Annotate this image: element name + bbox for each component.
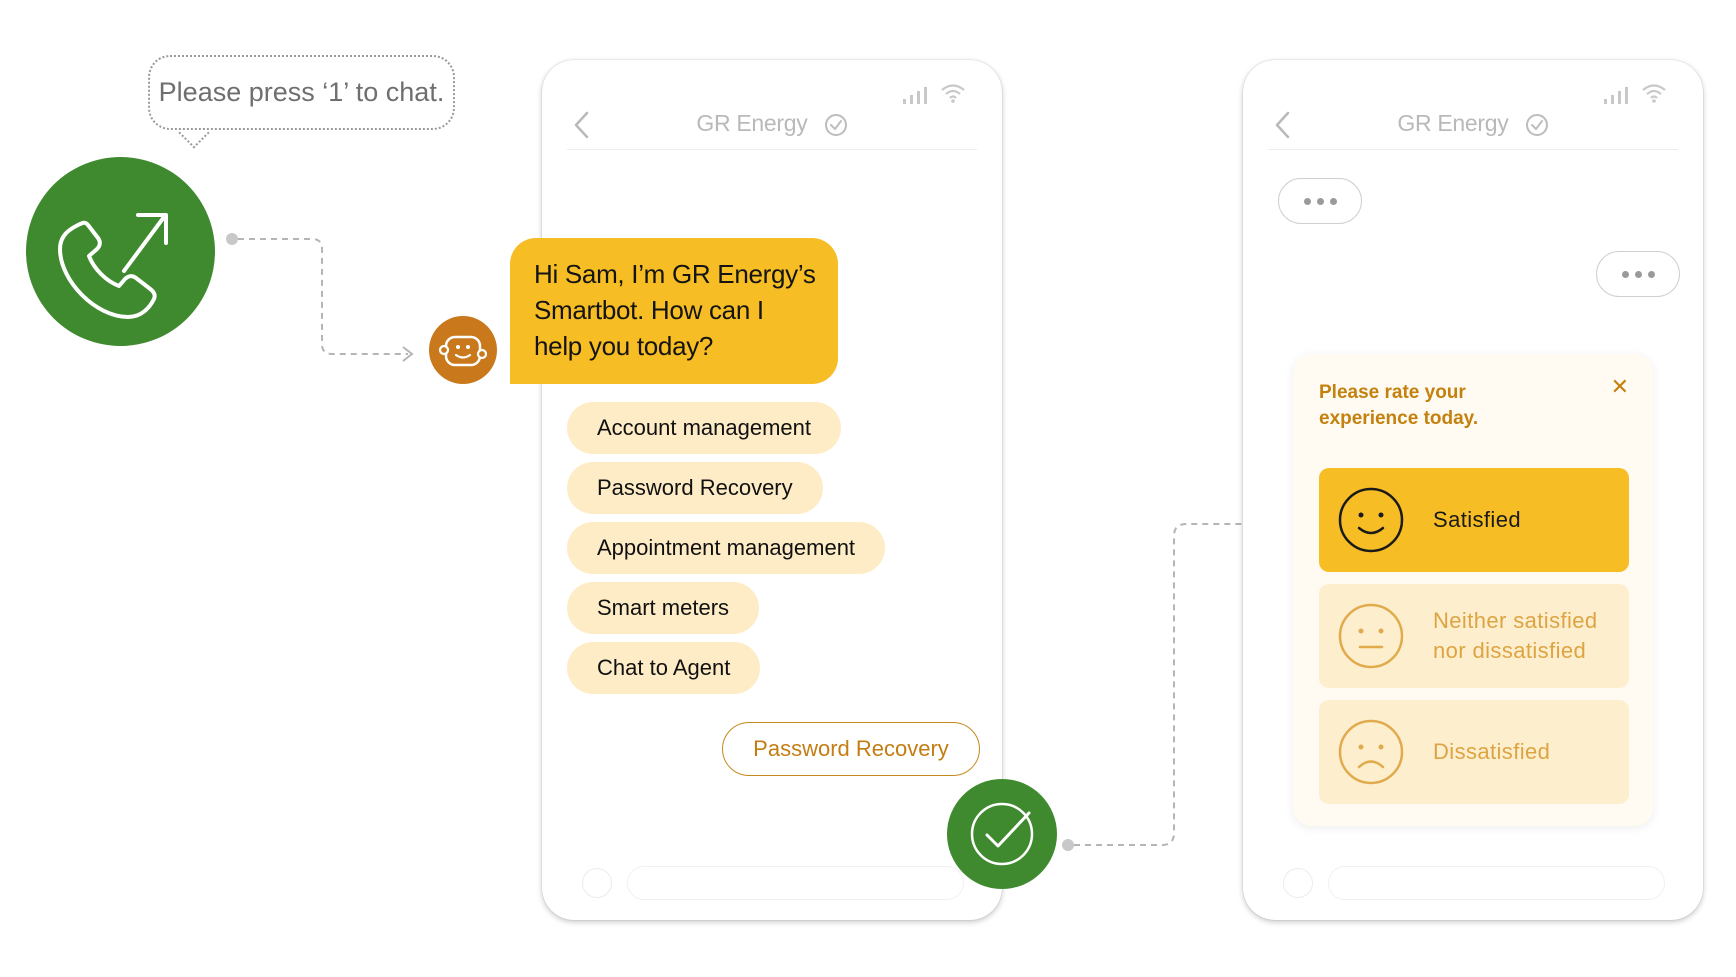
frown-face-icon bbox=[1338, 719, 1404, 785]
chip-password-recovery[interactable]: Password Recovery bbox=[567, 462, 823, 514]
bot-avatar bbox=[429, 316, 497, 384]
chip-account-management[interactable]: Account management bbox=[567, 402, 842, 454]
chip-label: Chat to Agent bbox=[597, 655, 731, 680]
rating-option-label: Satisfied bbox=[1433, 507, 1521, 532]
brand-name: GR Energy bbox=[1397, 110, 1509, 136]
phone-call-circle bbox=[26, 157, 215, 346]
header-divider bbox=[1268, 149, 1678, 150]
brand-name: GR Energy bbox=[696, 110, 808, 136]
attach-plus-button[interactable] bbox=[582, 868, 612, 898]
wifi-icon bbox=[941, 84, 965, 103]
chip-label: Password Recovery bbox=[597, 475, 793, 500]
bot-message-text: Hi Sam, I’m GR Energy’s Smartbot. How ca… bbox=[534, 259, 816, 361]
verified-badge-icon bbox=[1525, 113, 1548, 136]
chip-label: Account management bbox=[597, 415, 812, 440]
close-icon[interactable]: ✕ bbox=[1610, 374, 1629, 399]
smile-face-icon bbox=[1338, 487, 1404, 553]
chip-label: Smart meters bbox=[597, 595, 730, 620]
rating-title: Please rate your experience today. bbox=[1319, 382, 1479, 429]
chip-appointment-management[interactable]: Appointment management bbox=[567, 522, 886, 574]
signal-icon bbox=[903, 87, 927, 104]
typing-indicator-outgoing bbox=[1596, 251, 1680, 297]
check-icon bbox=[970, 802, 1034, 866]
attach-plus-button[interactable] bbox=[1283, 868, 1313, 898]
rating-option-label: Neither satisfied nor dissatisfied bbox=[1433, 608, 1598, 663]
neutral-face-icon bbox=[1338, 603, 1404, 669]
back-chevron-icon[interactable] bbox=[572, 110, 592, 140]
back-chevron-icon[interactable] bbox=[1273, 110, 1293, 140]
chatbot-face-icon bbox=[438, 335, 488, 367]
rating-option-label: Dissatisfied bbox=[1433, 739, 1551, 764]
user-reply-text: Password Recovery bbox=[753, 736, 949, 761]
rating-option-neutral[interactable]: Neither satisfied nor dissatisfied bbox=[1319, 584, 1629, 688]
rating-option-satisfied[interactable]: Satisfied bbox=[1319, 468, 1629, 572]
user-reply-bubble: Password Recovery bbox=[722, 722, 980, 776]
header-divider bbox=[567, 149, 977, 150]
typing-indicator-incoming bbox=[1278, 178, 1362, 224]
typing-dot bbox=[1316, 197, 1324, 205]
status-bar bbox=[902, 82, 966, 104]
press-prompt-bubble: Please press ‘1’ to chat. bbox=[148, 55, 455, 130]
signal-icon bbox=[1604, 87, 1628, 104]
chip-label: Appointment management bbox=[597, 535, 856, 560]
wifi-icon bbox=[1642, 84, 1666, 103]
typing-dot bbox=[1303, 197, 1311, 205]
rating-card: Please rate your experience today. ✕ Sat… bbox=[1293, 354, 1653, 826]
press-prompt-text: Please press ‘1’ to chat. bbox=[158, 77, 445, 107]
message-input[interactable] bbox=[627, 866, 964, 900]
chat-header: GR Energy bbox=[542, 110, 1002, 137]
typing-dot bbox=[1634, 270, 1642, 278]
verified-badge-icon bbox=[824, 113, 847, 136]
chip-smart-meters[interactable]: Smart meters bbox=[567, 582, 760, 634]
bot-message-bubble: Hi Sam, I’m GR Energy’s Smartbot. How ca… bbox=[510, 238, 838, 384]
phone-outgoing-icon bbox=[58, 213, 168, 319]
chip-chat-to-agent[interactable]: Chat to Agent bbox=[567, 642, 761, 694]
rating-option-dissatisfied[interactable]: Dissatisfied bbox=[1319, 700, 1629, 804]
typing-dot bbox=[1647, 270, 1655, 278]
typing-dot bbox=[1621, 270, 1629, 278]
message-input[interactable] bbox=[1328, 866, 1665, 900]
typing-dot bbox=[1329, 197, 1337, 205]
status-bar bbox=[1603, 82, 1667, 104]
chat-header: GR Energy bbox=[1243, 110, 1703, 137]
success-check-circle bbox=[947, 779, 1057, 889]
